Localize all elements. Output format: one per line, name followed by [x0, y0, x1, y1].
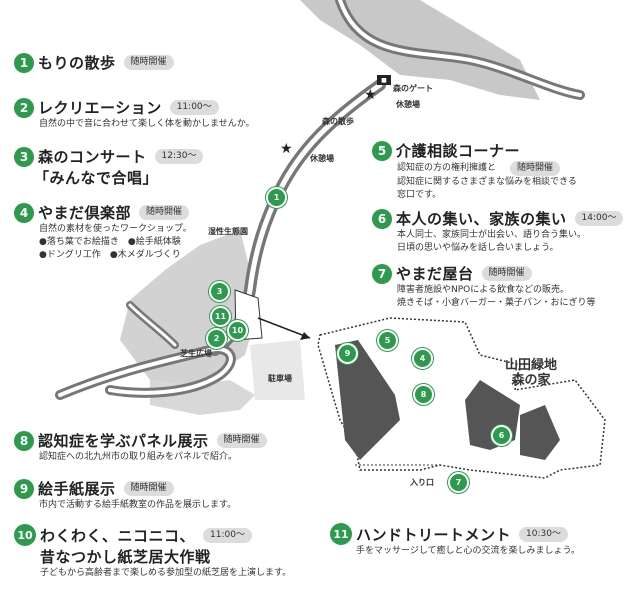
map-marker-4[interactable]: 4 — [412, 348, 433, 369]
label-insect-forest: 湿性生態園 — [208, 227, 248, 236]
event-desc: 焼きそば・小倉バーガー・菓子パン・おにぎり等 — [397, 298, 596, 308]
map-marker-10[interactable]: 10 — [227, 320, 248, 341]
event-title: 絵手紙展示 — [38, 480, 116, 498]
map-marker-1[interactable]: 1 — [266, 187, 287, 208]
map-marker-6[interactable]: 6 — [491, 425, 512, 446]
event-title: 本人の集い、家族の集い — [396, 210, 567, 228]
map-marker-3[interactable]: 3 — [209, 281, 230, 302]
star-icon-rest-area-2: ★ — [280, 141, 293, 157]
event-desc: 自然の素材を使ったワークショップ。 — [39, 224, 192, 234]
event-desc: 認知症の方の権利擁護と随時開催 — [397, 161, 577, 176]
event-9: 9 絵手紙展示 随時開催 市内で活動する絵手紙教室の作品を展示します。 — [14, 478, 236, 512]
event-desc: 本人同士、家族同士が出会い、語り合う集い。 — [397, 230, 587, 240]
event-desc: 手をマッサージして癒しと心の交流を楽しみましょう。 — [356, 546, 581, 556]
event-number: 7 — [372, 263, 392, 284]
event-8: 8 認知症を学ぶパネル展示 随時開催 認知症への北九州市の取り組みをパネルで紹介… — [14, 430, 267, 464]
event-time-badge: 随時開催 — [123, 55, 174, 70]
map-marker-5[interactable]: 5 — [377, 330, 398, 351]
event-number: 5 — [372, 140, 392, 161]
house-building-west — [335, 340, 400, 460]
star-icon-rest-area-1: ★ — [364, 87, 377, 103]
event-desc: 認知症に関するさまざまな悩みを相談できる — [397, 177, 577, 187]
event-desc: 認知症への北九州市の取り組みをパネルで紹介。 — [39, 452, 238, 462]
map-marker-7[interactable]: 7 — [448, 472, 469, 493]
parking-area — [250, 340, 305, 400]
map-marker-11[interactable]: 11 — [210, 306, 231, 327]
event-number: 9 — [14, 478, 34, 499]
label-lawn-square: 芝生広場 — [180, 349, 212, 358]
map-marker-2[interactable]: 2 — [206, 328, 227, 349]
event-title: もりの散歩 — [38, 54, 116, 72]
event-title: やまだ倶楽部 — [38, 204, 132, 222]
west-road-inner — [58, 347, 233, 397]
event-2: 2 レクリエーション 11:00～ 自然の中で音に合わせて楽しく体を動かしません… — [14, 97, 255, 131]
pointer-arrowhead — [300, 332, 310, 340]
label-forest-walk: 森の散歩 — [322, 117, 354, 126]
event-11: 11 ハンドトリートメント 10:30～ 手をマッサージして癒しと心の交流を楽し… — [330, 523, 580, 558]
label-rest-area-2: 休憩場 — [310, 154, 334, 163]
event-time-badge: 11:00～ — [169, 100, 219, 115]
event-time-badge: 随時開催 — [139, 205, 190, 220]
map-marker-9[interactable]: 9 — [337, 343, 358, 364]
event-desc: ●落ち葉でお絵描き ●絵手紙体験 — [39, 237, 181, 247]
event-number: 8 — [14, 430, 34, 451]
event-desc: 子どもから高齢者まで楽しめる参加型の紙芝居を上演します。 — [40, 568, 292, 578]
event-desc: 障害者施設やNPOによる飲食などの販売。 — [397, 285, 569, 295]
event-desc: 自然の中で音に合わせて楽しく体を動かしませんか。 — [39, 119, 255, 129]
event-title: レクリエーション — [38, 99, 162, 117]
event-title: 森のコンサート — [38, 148, 147, 166]
event-desc: ●ドングリ工作 ●木メダルづくり — [39, 250, 181, 260]
event-number: 3 — [14, 146, 34, 167]
label-entrance: 入り口 — [410, 478, 434, 487]
building-icon-gate: ■ — [377, 75, 391, 85]
event-3: 3 森のコンサート 12:30～ 「みんなで合唱」 — [14, 146, 204, 188]
event-time-badge: 12:30～ — [154, 149, 204, 164]
map-marker-8[interactable]: 8 — [413, 384, 434, 405]
label-house-name: 山田緑地森の家 — [505, 358, 558, 388]
event-title: 介護相談コーナー — [396, 142, 521, 160]
event-time-badge: 10:30～ — [519, 526, 568, 542]
label-forest-gate: 森のゲート — [393, 84, 433, 93]
event-desc: 窓口です。 — [397, 190, 442, 200]
event-number: 6 — [372, 208, 392, 229]
branch-road-inner — [128, 303, 177, 347]
main-road-inner — [338, 0, 582, 97]
label-rest-area-1: 休憩場 — [396, 100, 420, 109]
event-number: 2 — [14, 97, 34, 118]
event-4: 4 やまだ倶楽部 随時開催 自然の素材を使ったワークショップ。 ●落ち葉でお絵描… — [14, 202, 192, 262]
event-title: 認知症を学ぶパネル展示 — [38, 432, 209, 450]
event-time-badge: 随時開催 — [216, 433, 267, 448]
event-desc: 市内で活動する絵手紙教室の作品を展示します。 — [39, 500, 237, 510]
event-1: 1 もりの散歩 随時開催 — [14, 52, 174, 73]
event-number: 10 — [14, 524, 36, 546]
event-subtitle: 「みんなで合唱」 — [34, 169, 159, 187]
event-number: 4 — [14, 202, 34, 223]
event-time-badge: 随時開催 — [481, 266, 532, 281]
event-10: 10 わくわく、ニコニコ、 11:00～ 昔なつかし紙芝居大作戦 子どもから高齢… — [14, 524, 291, 580]
event-time-badge: 11:00～ — [203, 527, 252, 543]
event-time-badge: 14:00～ — [574, 211, 624, 226]
event-title: わくわく、ニコニコ、 — [40, 526, 196, 545]
event-desc: 日頃の思いや悩みを話し合いましょう。 — [397, 243, 559, 253]
event-time-badge: 随時開催 — [510, 161, 561, 176]
event-title: やまだ屋台 — [396, 265, 474, 283]
event-number: 1 — [14, 52, 34, 73]
event-time-badge: 随時開催 — [123, 481, 174, 496]
event-6: 6 本人の集い、家族の集い 14:00～ 本人同士、家族同士が出会い、語り合う集… — [372, 208, 624, 255]
house-building-east — [520, 405, 560, 460]
event-subtitle: 昔なつかし紙芝居大作戦 — [40, 548, 211, 566]
event-number: 11 — [330, 523, 352, 545]
event-title: ハンドトリートメント — [356, 525, 512, 544]
event-5: 5 介護相談コーナー 認知症の方の権利擁護と随時開催 認知症に関するさまざまな悩… — [372, 140, 577, 202]
pointer-arrow — [257, 317, 311, 339]
event-7: 7 やまだ屋台 随時開催 障害者施設やNPOによる飲食などの販売。 焼きそば・小… — [372, 263, 595, 310]
label-parking: 駐車場 — [268, 374, 292, 383]
